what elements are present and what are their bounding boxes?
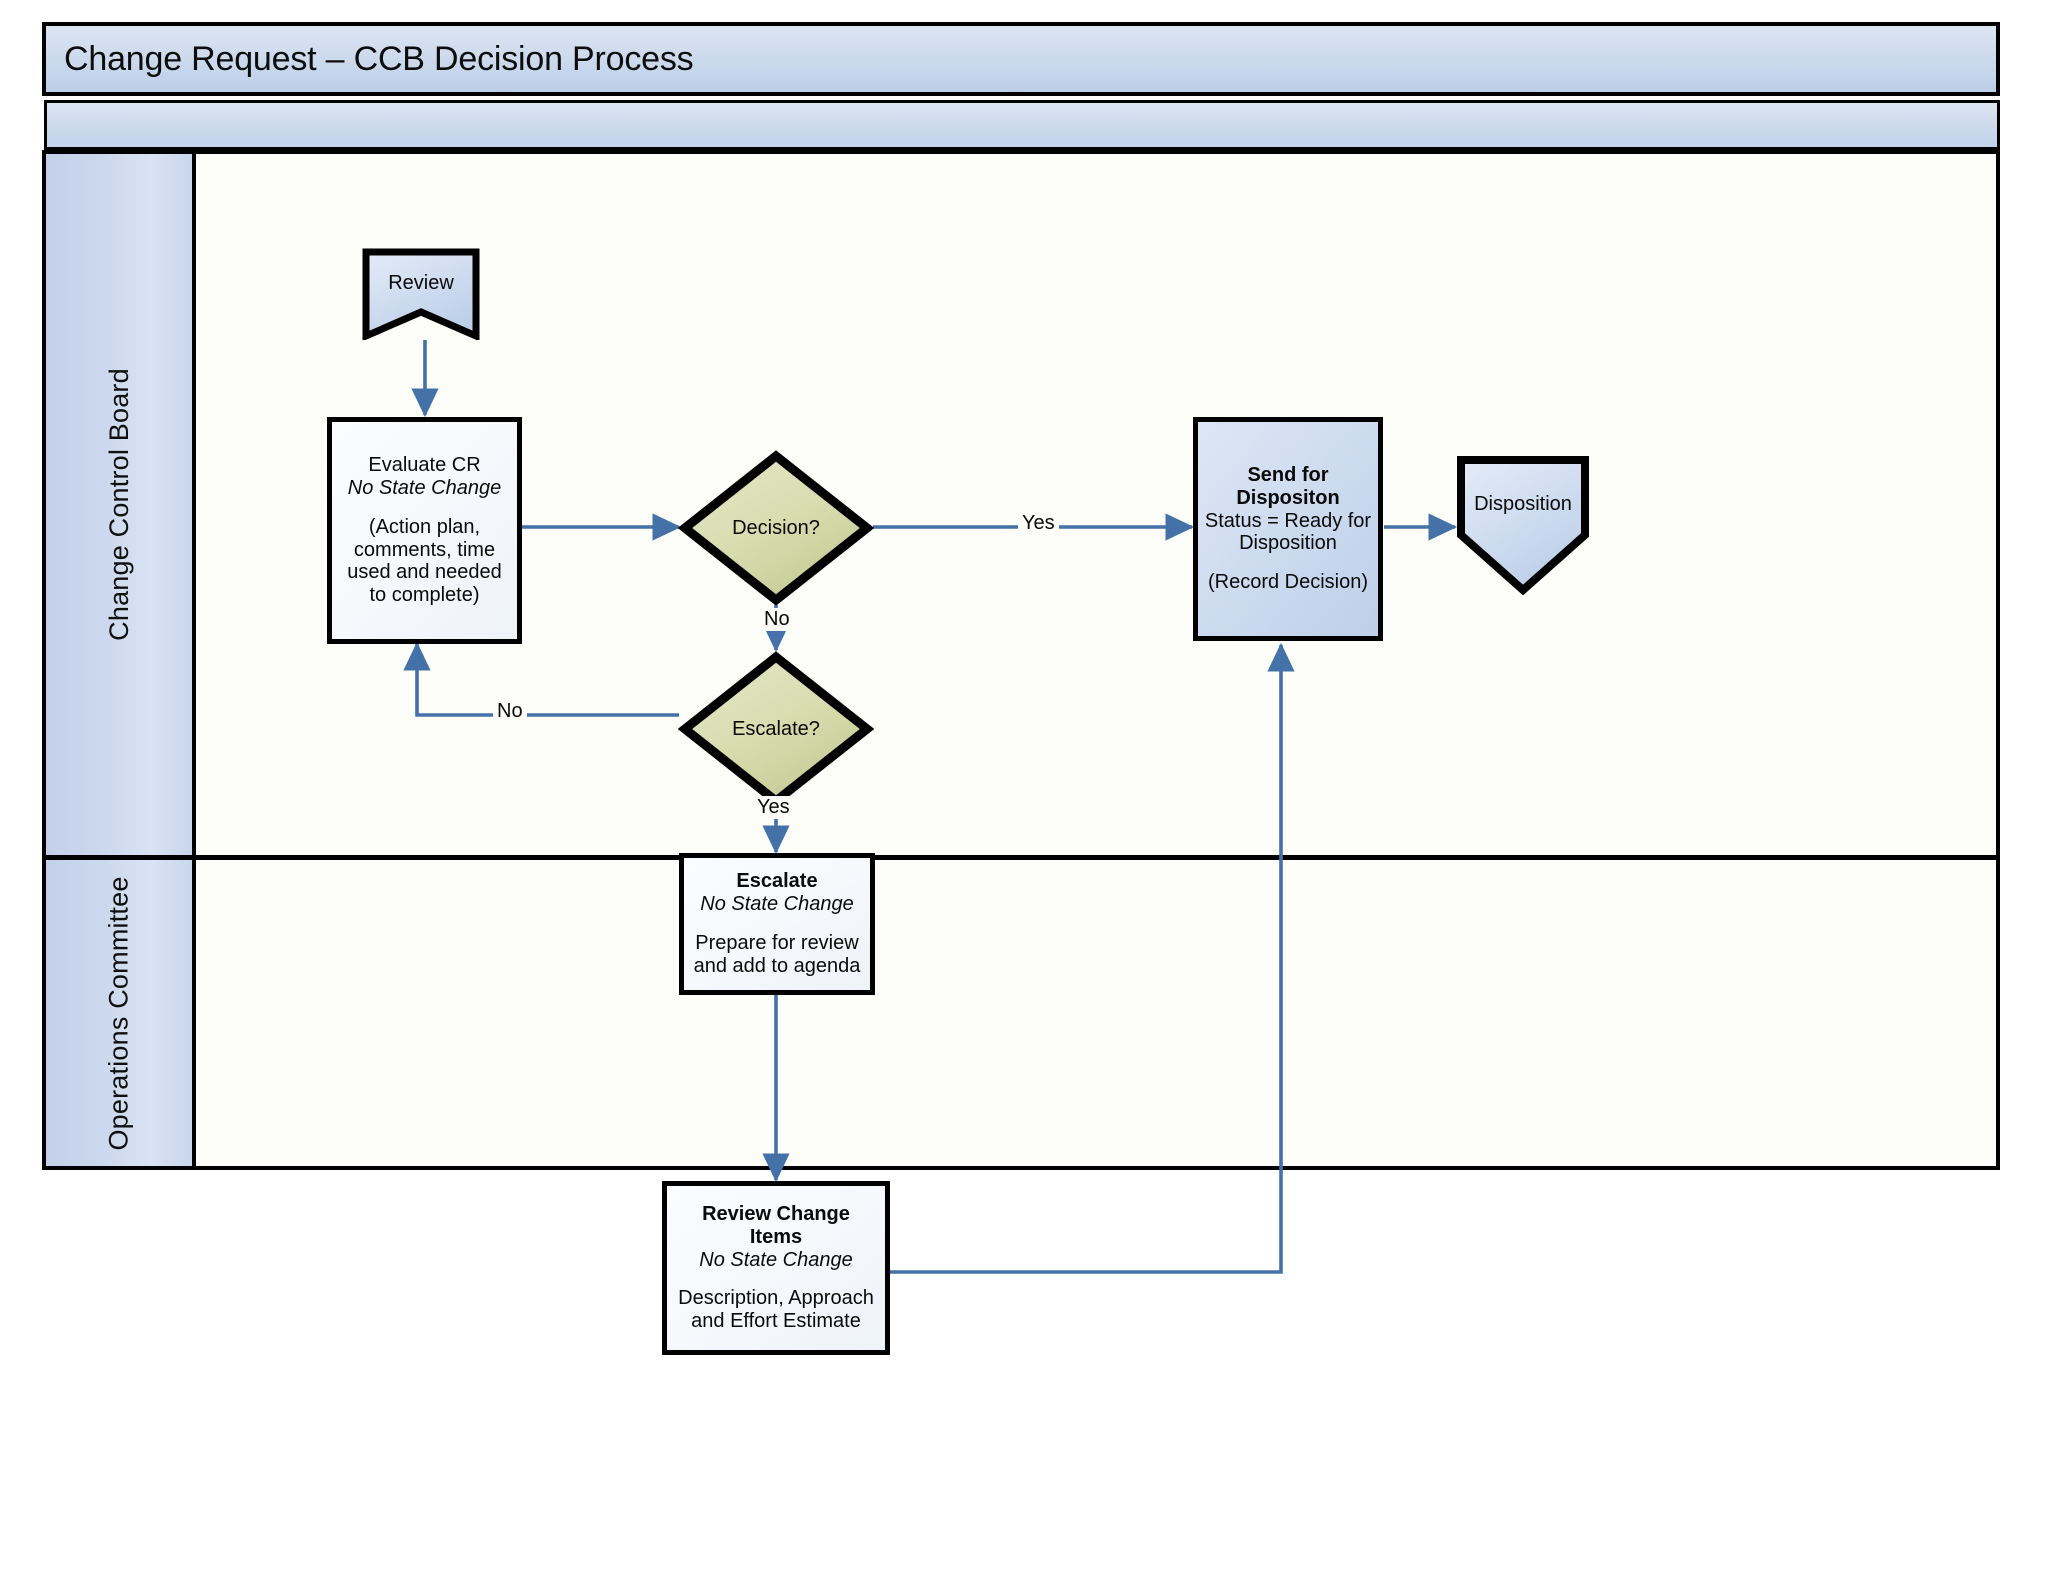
node-review-change-items-line-0: Review Change — [702, 1203, 850, 1225]
lane-header-operations-committee: Operations Committee — [46, 860, 196, 1166]
node-review-change-items-line-4: Description, Approach — [678, 1287, 874, 1310]
node-escalate-task-line-0: Escalate — [736, 870, 818, 893]
node-evaluate-cr-line-4: comments, time — [353, 538, 496, 561]
diagram-title-bar: Change Request – CCB Decision Process — [42, 22, 2000, 96]
node-evaluate-cr[interactable]: Evaluate CR No State Change (Action plan… — [327, 417, 522, 644]
node-disposition-end-label: Disposition — [1474, 493, 1572, 515]
node-review-change-items[interactable]: Review Change Items No State Change Desc… — [662, 1181, 890, 1355]
node-review-start[interactable]: Review — [362, 248, 480, 340]
lane-operations-committee: Operations Committee — [46, 860, 1996, 1166]
node-decision[interactable]: Decision? — [678, 449, 874, 607]
edge-label-escalate-yes: Yes — [753, 796, 794, 819]
node-escalate-task-line-3: Prepare for review — [695, 932, 859, 954]
node-review-start-label: Review — [388, 272, 454, 294]
edge-label-escalate-no: No — [493, 700, 527, 723]
swimlane-diagram: Change Request – CCB Decision Process Ch… — [42, 22, 2004, 1498]
page-title: Change Request – CCB Decision Process — [64, 39, 694, 78]
node-review-change-items-line-1: Items — [749, 1225, 803, 1248]
node-escalate-task-line-4: and add to agenda — [693, 954, 861, 977]
node-send-for-disposition-line-3: Disposition — [1239, 532, 1337, 555]
node-send-for-disposition-line-0: Send for — [1247, 464, 1329, 486]
node-escalate-decision-label: Escalate? — [732, 717, 820, 740]
diagram-subheader-bar — [44, 100, 2000, 150]
node-evaluate-cr-line-1: No State Change — [347, 476, 502, 499]
node-escalate-task-line-1: No State Change — [700, 893, 854, 916]
node-evaluate-cr-line-6: to complete) — [369, 584, 480, 607]
node-decision-label: Decision? — [732, 516, 820, 539]
node-send-for-disposition[interactable]: Send for Dispositon Status = Ready for D… — [1193, 417, 1383, 641]
node-evaluate-cr-line-3: (Action plan, — [368, 515, 481, 538]
node-escalate-decision[interactable]: Escalate? — [678, 650, 874, 808]
node-send-for-disposition-line-2: Status = Ready for — [1204, 509, 1372, 532]
node-review-change-items-line-2: No State Change — [699, 1248, 853, 1271]
node-evaluate-cr-line-0: Evaluate CR — [368, 454, 481, 477]
node-review-change-items-line-5: and Effort Estimate — [691, 1310, 861, 1333]
node-escalate-task[interactable]: Escalate No State Change Prepare for rev… — [679, 853, 875, 995]
node-send-for-disposition-line-1: Dispositon — [1236, 486, 1340, 509]
node-disposition-end[interactable]: Disposition — [1456, 455, 1590, 595]
node-evaluate-cr-line-5: used and needed — [347, 561, 502, 584]
lane-body-operations-committee — [196, 860, 1996, 1166]
swimlanes-container: Change Control Board Operations Committe… — [42, 150, 2000, 1170]
node-send-for-disposition-line-5: (Record Decision) — [1207, 571, 1369, 594]
lane-label-change-control-board: Change Control Board — [103, 368, 134, 641]
edge-label-decision-no: No — [760, 608, 794, 631]
lane-header-change-control-board: Change Control Board — [46, 154, 196, 855]
edge-label-decision-yes: Yes — [1018, 512, 1059, 535]
lane-label-operations-committee: Operations Committee — [103, 875, 134, 1151]
